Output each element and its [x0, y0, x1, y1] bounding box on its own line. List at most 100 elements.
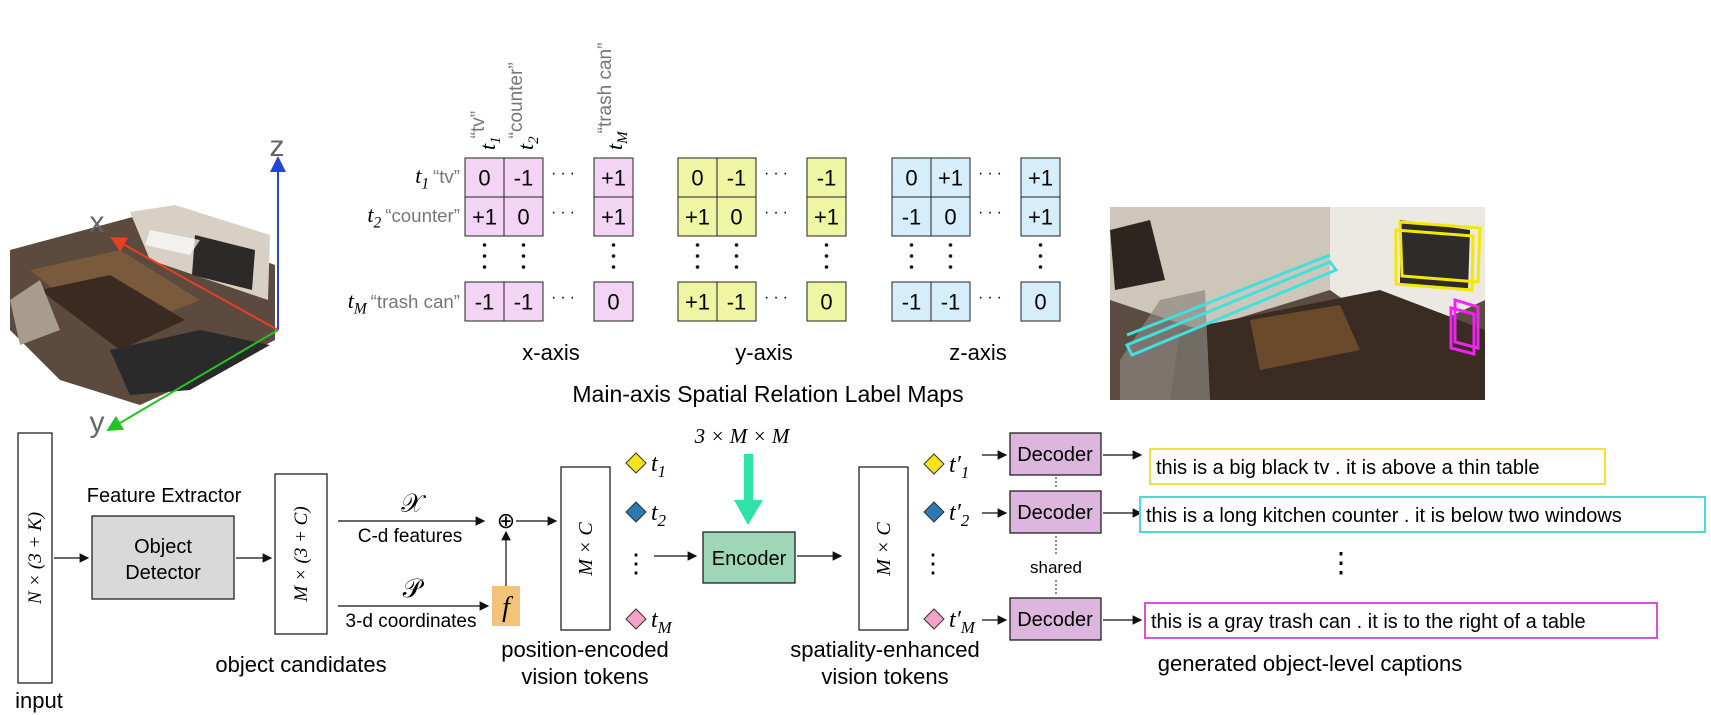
object-detector-label-1: Object	[134, 536, 192, 558]
enhanced-tokens-box	[858, 466, 909, 631]
encoder-label: Encoder	[712, 548, 787, 570]
label-map-cell	[891, 281, 932, 322]
label-map-cell	[593, 157, 634, 198]
ellipsis-v	[482, 254, 487, 258]
label-map-cell	[716, 157, 757, 198]
caption-text: this is a gray trash can . it is to the …	[1151, 611, 1586, 633]
label-map-cell	[716, 196, 757, 237]
label-map-value: -1	[902, 290, 922, 315]
row-label: t2“counter”	[367, 202, 460, 232]
label-map-value: -1	[941, 290, 961, 315]
ellipsis-h: ···	[978, 165, 1006, 182]
candidates-label: object candidates	[215, 652, 386, 677]
ellipsis-v	[695, 254, 700, 258]
ellipsis-v	[948, 265, 953, 269]
token-diamond-icon	[625, 608, 647, 630]
token-label: t′M	[949, 607, 976, 637]
tokens-dims: M × C	[575, 522, 597, 577]
label-map-cell	[716, 281, 757, 322]
label-map-value: 0	[1034, 290, 1046, 315]
label-map-value: +1	[601, 205, 626, 230]
label-map-value: +1	[814, 205, 839, 230]
ellipsis-v	[734, 265, 739, 269]
ellipsis-v	[909, 254, 914, 258]
label-map-cell	[593, 281, 634, 322]
caption-list: this is a big black tv . it is above a t…	[1139, 448, 1706, 639]
ellipsis-h: ···	[551, 289, 579, 306]
token-label: t1	[651, 451, 666, 481]
label-map-cell	[1020, 157, 1061, 198]
label-map-cell	[503, 196, 544, 237]
label-map-value: +1	[938, 166, 963, 191]
label-map-name: y-axis	[735, 340, 792, 365]
ellipsis-h: ···	[978, 289, 1006, 306]
label-maps-title: Main-axis Spatial Relation Label Maps	[572, 381, 963, 407]
enhanced-token-list: t′1t′2t′M	[923, 452, 976, 637]
enhanced-tokens-dims: M × C	[873, 522, 895, 577]
axis-y-label: y	[90, 406, 105, 439]
label-map-cell	[1020, 281, 1061, 322]
ellipsis-v	[734, 243, 739, 247]
enhanced-tokens-label-1: spatiality-enhanced	[790, 637, 980, 662]
label-map-cell	[464, 281, 505, 322]
captions-label: generated object-level captions	[1158, 651, 1463, 676]
token-diamond-icon	[923, 453, 945, 475]
label-map-value: +1	[685, 205, 710, 230]
label-map-cell	[806, 281, 847, 322]
ellipsis-v	[482, 265, 487, 269]
ellipsis-v	[948, 254, 953, 258]
enhanced-tokens-label-2: vision tokens	[821, 664, 948, 689]
caption-text: this is a big black tv . it is above a t…	[1156, 457, 1540, 479]
tokens-label-1: position-encoded	[501, 637, 669, 662]
label-map-cell	[806, 196, 847, 237]
decoder-box	[1009, 597, 1102, 641]
token-diamond-icon	[625, 452, 647, 474]
ellipsis-v	[611, 243, 616, 247]
input-tensor-box	[17, 432, 53, 684]
token-label: tM	[651, 607, 673, 637]
ellipsis-v	[695, 243, 700, 247]
row-label: t1“tv”	[415, 163, 460, 193]
label-map-value: -1	[817, 166, 837, 191]
ellipsis-v	[1038, 265, 1043, 269]
ellipsis-h: ···	[764, 204, 792, 221]
ellipsis-h: ···	[551, 165, 579, 182]
candidates-dims: M × (3 + C)	[291, 506, 312, 602]
token-label: t2	[651, 500, 667, 530]
attention-arrow-shaft	[744, 454, 753, 502]
label-map-value: +1	[1028, 205, 1053, 230]
ellipsis-v	[734, 254, 739, 258]
label-map-value: -1	[902, 205, 922, 230]
label-map-value: -1	[475, 290, 495, 315]
shared-label: shared	[1030, 558, 1082, 577]
object-detector-box	[91, 515, 235, 600]
label-map-value: -1	[514, 290, 534, 315]
label-map-value: 0	[905, 166, 917, 191]
label-map-cell	[677, 281, 718, 322]
token-diamond-icon	[923, 608, 945, 630]
label-map-cell	[930, 281, 971, 322]
annotated-scene-image	[1110, 207, 1485, 400]
column-header-text: t1“tv”	[468, 111, 504, 150]
ellipsis-v	[1038, 254, 1043, 258]
column-header-text: tM“trash can”	[595, 43, 631, 150]
label-map-name: z-axis	[949, 340, 1006, 365]
input-tensor-dims: N × (3 + K)	[25, 512, 46, 605]
ellipsis-v	[909, 243, 914, 247]
feature-extractor-label: Feature Extractor	[87, 485, 242, 507]
label-map-value: 0	[607, 290, 619, 315]
label-map-cell	[930, 157, 971, 198]
label-map-value: +1	[472, 205, 497, 230]
label-map-value: +1	[601, 166, 626, 191]
caption-text: this is a long kitchen counter . it is b…	[1146, 505, 1622, 527]
label-map-value: 0	[944, 205, 956, 230]
position-encoding-f-label: f	[502, 592, 513, 623]
token-list: t1 t2 tM	[625, 451, 673, 637]
token-dots: ⋮	[623, 548, 649, 578]
caption-box	[1139, 496, 1706, 533]
feature-text: C-d features	[358, 526, 463, 547]
label-map-cell	[593, 196, 634, 237]
